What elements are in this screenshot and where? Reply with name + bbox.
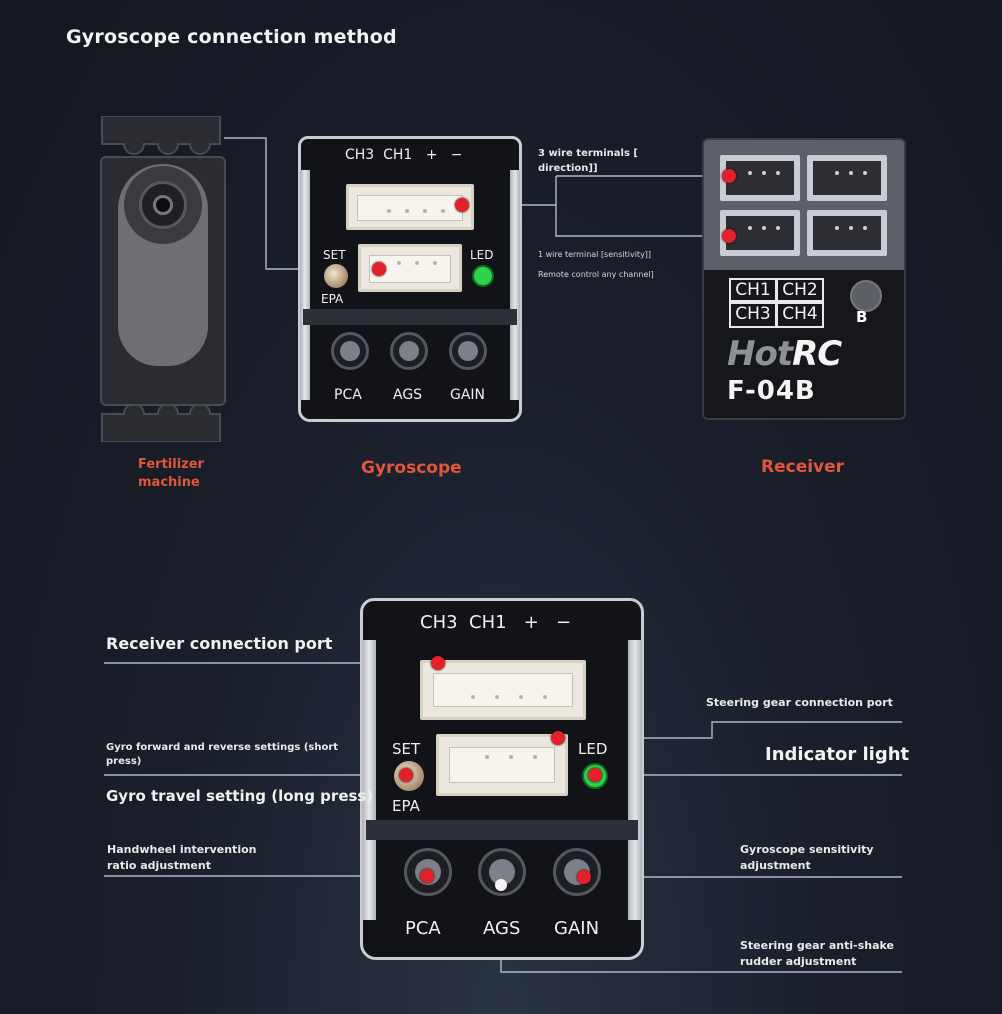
gain-knob-small[interactable] bbox=[449, 332, 487, 370]
remote-note: Remote control any channel] bbox=[538, 270, 654, 279]
marker-dot bbox=[722, 169, 736, 183]
marker-dot bbox=[551, 731, 565, 745]
receiver-port bbox=[720, 210, 800, 256]
fertilizer-label: Fertilizer machine bbox=[138, 457, 204, 490]
marker-dot bbox=[722, 229, 736, 243]
callout-steering-port: Steering gear connection port bbox=[706, 696, 893, 709]
pca-knob-small[interactable] bbox=[331, 332, 369, 370]
receiver-port bbox=[807, 155, 887, 201]
gyroscope-label: Gyroscope bbox=[361, 458, 462, 478]
receiver-port bbox=[807, 210, 887, 256]
gain-knob[interactable] bbox=[553, 848, 601, 896]
page-title: Gyroscope connection method bbox=[66, 26, 397, 48]
ags-knob[interactable] bbox=[478, 848, 526, 896]
ch2-label: CH2 bbox=[776, 278, 824, 302]
callout-handwheel: Handwheel intervention ratio adjustment bbox=[107, 843, 257, 872]
set-button-small[interactable] bbox=[324, 264, 348, 288]
callout-gyro-travel: Gyro travel setting (long press) bbox=[106, 787, 374, 805]
marker-dot bbox=[455, 198, 469, 212]
callout-antishake: Steering gear anti-shake rudder adjustme… bbox=[740, 939, 894, 968]
led-small bbox=[472, 265, 494, 287]
one-wire-note: 1 wire terminal [sensitivity]] bbox=[538, 250, 652, 259]
gyro-large-steering-port bbox=[436, 734, 568, 796]
brand-logo: HotRC bbox=[727, 334, 842, 374]
callout-receiver-port: Receiver connection port bbox=[106, 634, 333, 653]
marker-dot bbox=[399, 768, 413, 782]
callout-gyro-fwd: Gyro forward and reverse settings (short… bbox=[106, 742, 339, 767]
bind-button[interactable] bbox=[850, 280, 882, 312]
marker-dot bbox=[431, 656, 445, 670]
ch1-label: CH1 bbox=[729, 278, 777, 302]
marker-dot bbox=[420, 869, 434, 883]
receiver-label: Receiver bbox=[761, 457, 845, 477]
gyro-large-receiver-port bbox=[420, 660, 586, 720]
bind-button-label: B bbox=[856, 308, 868, 326]
marker-dot bbox=[372, 262, 386, 276]
callout-indicator: Indicator light bbox=[765, 744, 910, 765]
marker-dot-white bbox=[495, 879, 507, 891]
gyro-small-header: CH3 CH1 + − bbox=[345, 147, 463, 163]
callout-sensitivity: Gyroscope sensitivity adjustment bbox=[740, 843, 874, 872]
three-wire-note: 3 wire terminals [ direction]] bbox=[538, 148, 638, 174]
marker-dot bbox=[588, 768, 602, 782]
ch4-label: CH4 bbox=[776, 302, 824, 328]
model-label: F-04B bbox=[727, 376, 816, 406]
gyro-large-header: CH3 CH1 + − bbox=[420, 612, 572, 633]
ch3-label: CH3 bbox=[729, 302, 777, 328]
servo-outline bbox=[101, 116, 221, 442]
ags-knob-small[interactable] bbox=[390, 332, 428, 370]
marker-dot bbox=[577, 870, 591, 884]
